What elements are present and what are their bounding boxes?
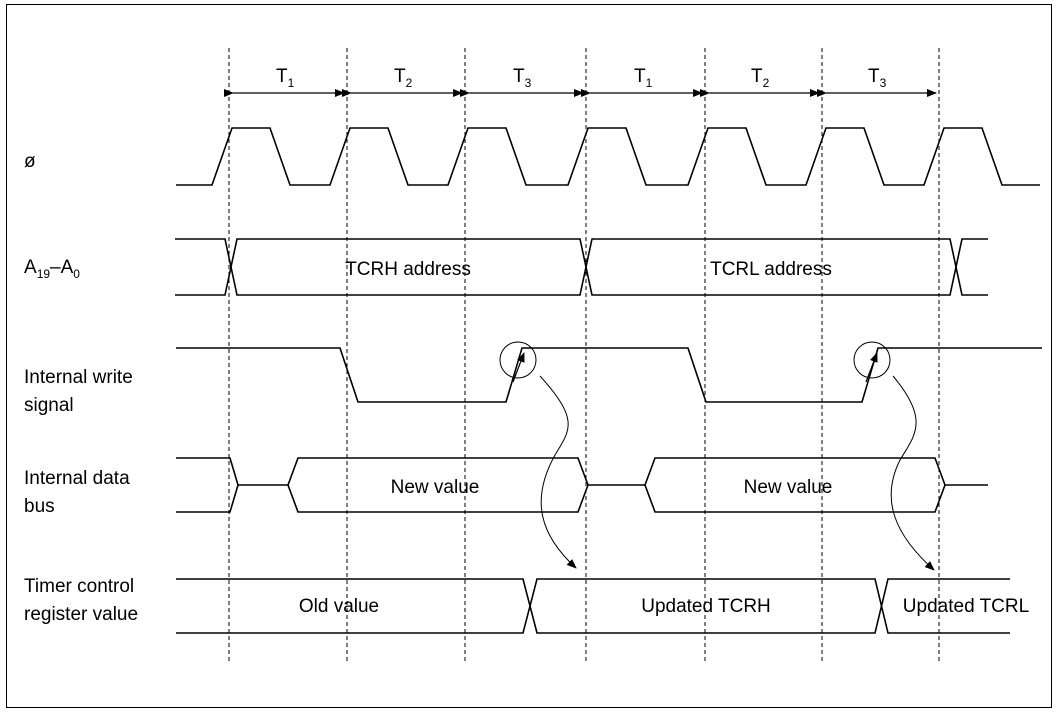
new-value-text-2: New value [744, 477, 833, 498]
write-signal [176, 341, 1042, 571]
period-label-t2b: T2 [751, 66, 770, 90]
old-value-text: Old value [299, 596, 379, 617]
clock-waveform [176, 127, 1040, 186]
databus-label-line1: Internal data [24, 468, 130, 489]
tcrl-address-text: TCRL address [710, 259, 832, 280]
address-label: A19–A0 [24, 257, 80, 281]
register-label-line1: Timer control [24, 576, 134, 597]
period-label-t3b: T3 [868, 66, 887, 90]
write-signal-label-line1: Internal write [24, 367, 133, 388]
period-label-t1b: T1 [634, 66, 653, 90]
data-bus: New value New value [176, 457, 988, 513]
new-value-text-1: New value [391, 477, 480, 498]
address-bus: TCRH address TCRL address [175, 238, 988, 296]
write-signal-label-line2: signal [24, 395, 74, 416]
signal-labels: ø A19–A0 Internal write signal Internal … [24, 151, 138, 625]
updated-tcrl-text: Updated TCRL [903, 596, 1029, 617]
clock-label: ø [24, 151, 36, 172]
tcrh-address-text: TCRH address [345, 259, 471, 280]
register-bus: Old value Updated TCRH Updated TCRL [176, 578, 1029, 634]
period-label-t2: T2 [394, 66, 413, 90]
register-label-line2: register value [24, 604, 138, 625]
period-boundaries [228, 48, 940, 662]
period-label-t1: T1 [276, 66, 295, 90]
period-label-t3: T3 [513, 66, 532, 90]
databus-label-line2: bus [24, 496, 55, 517]
period-labels: T1 T2 T3 T1 T2 T3 [276, 66, 887, 90]
updated-tcrh-text: Updated TCRH [641, 596, 771, 617]
